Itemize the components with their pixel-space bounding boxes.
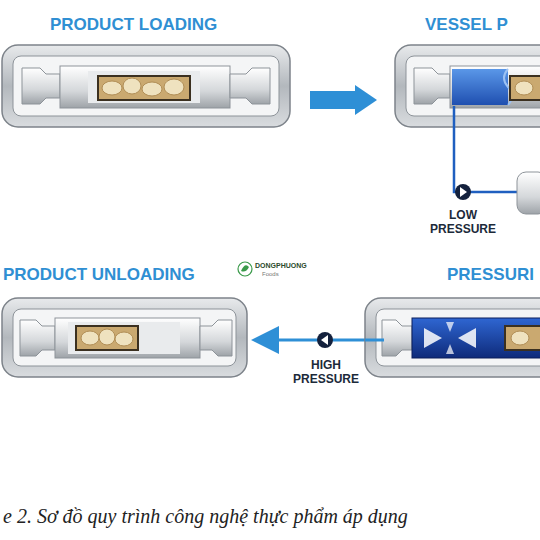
watermark-logo-part — [241, 265, 249, 271]
pressurizing-vessel-part — [446, 322, 454, 332]
low-pressure-circuit-part — [517, 172, 540, 214]
loading-vessel-part — [2, 45, 290, 127]
high-pressure-pump-part — [317, 332, 333, 348]
pressurizing-vessel-part — [365, 298, 540, 377]
pressurizing-vessel-part — [376, 309, 540, 366]
low-pressure-circuit-part — [454, 106, 518, 192]
watermark-text: Foods — [262, 271, 279, 278]
low-pressure-circuit — [454, 106, 540, 214]
prefill-vessel — [395, 45, 540, 127]
caption-holder: e 2. Sơ đồ quy trình công nghệ thực phẩm… — [3, 503, 408, 529]
watermark-text: DONGPHUONG — [255, 262, 307, 270]
unloading-vessel-part — [81, 331, 99, 345]
label-holder: DONGPHUONG — [255, 262, 307, 270]
pressurizing-vessel-part — [446, 344, 454, 354]
prefill-vessel-part — [395, 45, 540, 127]
pressurizing-vessel-part — [365, 339, 384, 342]
pressurizing-vessel-part — [511, 331, 529, 345]
unloading-vessel-part — [2, 298, 247, 377]
prefill-vessel-part — [452, 69, 508, 105]
loading-vessel-part — [22, 68, 60, 104]
stage-heading: PRESSURI — [447, 264, 534, 286]
loading-vessel-part — [164, 79, 184, 95]
low-pressure-circuit-part — [455, 184, 471, 200]
arrow-shape — [251, 326, 279, 354]
process-arrow — [310, 85, 377, 115]
pressurizing-vessel-part — [505, 326, 540, 350]
pressure-label: LOW PRESSURE — [422, 208, 504, 236]
vessel-stage: PRODUCT LOADING — [2, 14, 292, 130]
stage-heading: PRODUCT UNLOADING — [3, 264, 195, 286]
pressurizing-vessel-part — [412, 318, 540, 358]
prefill-vessel-part — [414, 68, 450, 104]
unloading-vessel — [2, 298, 247, 377]
prefill-vessel-part — [450, 66, 540, 108]
prefill-vessel-part — [515, 81, 533, 95]
unloading-vessel-part — [20, 320, 55, 356]
unloading-vessel-part — [55, 318, 200, 358]
watermark-logo — [238, 262, 252, 276]
loading-vessel-part — [98, 76, 190, 100]
stage-heading: PRODUCT LOADING — [50, 14, 217, 36]
pressurizing-vessel-part — [382, 320, 412, 356]
unloading-vessel-part — [68, 322, 180, 354]
label-holder: Foods — [262, 271, 279, 278]
pressurizing-vessel-part — [424, 328, 442, 348]
loading-vessel-part — [102, 81, 122, 95]
vessel-stage: PRODUCT UNLOADING — [2, 264, 247, 378]
pressure-label: HIGH PRESSURE — [287, 358, 365, 386]
unloading-vessel-part — [13, 309, 236, 366]
loading-vessel-part — [230, 68, 270, 104]
unloading-vessel-part — [99, 329, 115, 345]
unloading-vessel-part — [115, 332, 133, 346]
unloading-vessel-part — [200, 320, 232, 356]
loading-vessel-part — [88, 71, 200, 103]
watermark-logo-part — [238, 262, 252, 276]
arrow-shape — [355, 85, 377, 115]
vessel-stage: VESSEL P — [395, 14, 538, 130]
unloading-vessel-part — [76, 326, 138, 350]
loading-vessel-part — [13, 56, 279, 116]
loading-vessel-part — [60, 66, 230, 108]
figure-caption: e 2. Sơ đồ quy trình công nghệ thực phẩm… — [3, 503, 408, 529]
pressurizing-vessel — [365, 298, 540, 377]
label-holder: LOW PRESSURE — [422, 208, 504, 236]
process-arrow — [251, 326, 365, 354]
vessel-stage: PRESSURI — [365, 264, 538, 378]
label-holder: HIGH PRESSURE — [287, 358, 365, 386]
pressurizing-vessel-part — [458, 328, 476, 348]
prefill-vessel-part — [510, 76, 540, 100]
low-pressure-circuit-part — [460, 187, 467, 197]
high-pressure-pump-part — [321, 335, 328, 345]
loading-vessel-part — [142, 82, 162, 96]
arrow-shape — [310, 91, 355, 109]
high-pressure-pump — [317, 332, 333, 348]
loading-vessel-part — [123, 78, 141, 94]
stage-heading: VESSEL P — [425, 14, 508, 36]
loading-vessel — [2, 45, 290, 127]
